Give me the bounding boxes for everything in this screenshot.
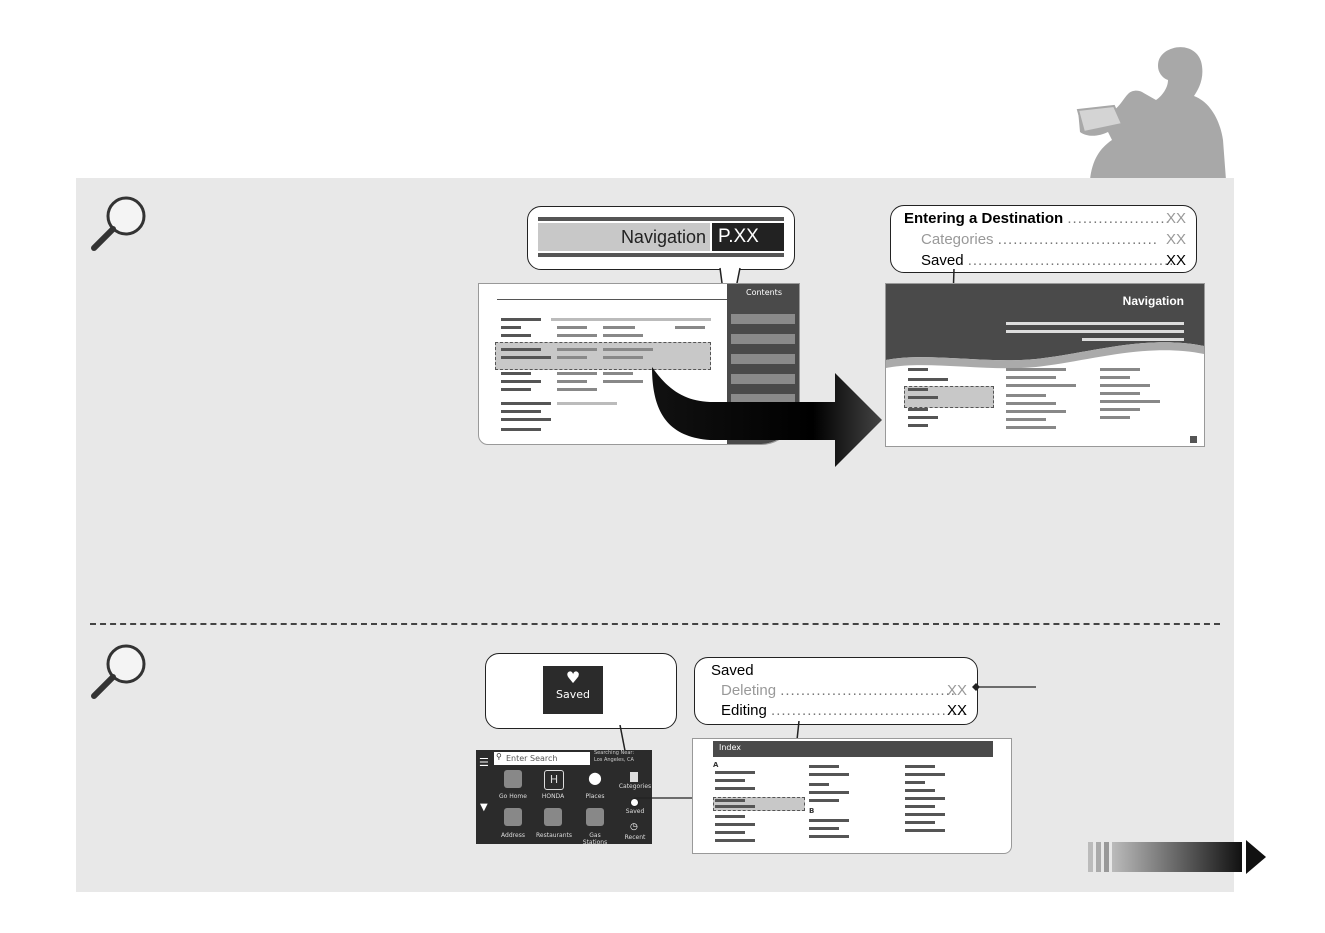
index-letter-b: B xyxy=(809,807,815,815)
index-sub-deleting: Deleting xyxy=(721,682,777,699)
gas-stations-label: Gas Stations xyxy=(582,832,608,846)
navigation-screen: ☰ ▼ Enter Search ⚲ Searching Near: Los A… xyxy=(476,750,652,846)
navigation-tab-label: Navigation xyxy=(620,227,706,247)
saved-button-callout: ♥ Saved xyxy=(485,653,677,729)
magnifier-icon xyxy=(91,196,146,251)
index-sub-editing: Editing xyxy=(721,702,767,719)
index-header: Index xyxy=(719,743,742,752)
go-home-icon[interactable] xyxy=(504,770,522,788)
menu-icon[interactable]: ☰ xyxy=(479,756,489,769)
searching-near: Searching Near: xyxy=(594,750,635,756)
navigation-tab-callout: Navigation P.XX xyxy=(527,206,795,270)
index-pointer-line xyxy=(972,683,1036,691)
toc-item-saved: Saved xyxy=(921,252,964,269)
search-icon: ⚲ xyxy=(496,752,502,761)
heart-icon: ♥ xyxy=(565,668,581,687)
places-icon[interactable]: ● xyxy=(588,768,602,787)
index-entry-title: Saved xyxy=(711,662,754,679)
address-icon[interactable] xyxy=(504,808,522,826)
restaurants-icon[interactable] xyxy=(544,808,562,826)
down-arrow-icon[interactable]: ▼ xyxy=(480,802,488,813)
location: Los Angeles, CA xyxy=(594,757,634,763)
toc-page: XX xyxy=(1165,252,1186,269)
chapter-title: Navigation xyxy=(1122,294,1184,308)
toc-page: XX xyxy=(1165,231,1186,248)
index-page: Index A B xyxy=(692,738,1012,854)
page-reference: P.XX xyxy=(712,223,784,251)
recent-label: Recent xyxy=(624,834,646,841)
magnifier-icon xyxy=(91,644,146,699)
saved-button-label: Saved xyxy=(556,688,590,701)
toc-page: XX xyxy=(1165,210,1186,227)
next-page-button[interactable] xyxy=(1088,840,1268,874)
toc-item-categories: Categories xyxy=(921,231,994,248)
clock-icon[interactable]: ◷ xyxy=(630,822,638,832)
index-letter-a: A xyxy=(713,761,719,769)
section-divider xyxy=(90,623,1220,625)
categories-label: Categories xyxy=(618,783,652,790)
toc-callout: Entering a Destination .................… xyxy=(890,205,1197,273)
reader-silhouette xyxy=(1076,47,1226,180)
index-entry-callout: Saved Deleting .........................… xyxy=(694,657,978,725)
honda-icon[interactable]: H xyxy=(544,770,564,790)
categories-icon[interactable] xyxy=(630,772,638,782)
index-page: XX xyxy=(946,682,967,699)
places-label: Places xyxy=(585,793,605,800)
saved-button[interactable]: ♥ Saved xyxy=(543,666,603,714)
go-home-label: Go Home xyxy=(499,793,527,800)
saved-label: Saved xyxy=(625,808,645,815)
index-page: XX xyxy=(946,702,967,719)
honda-label: HONDA xyxy=(541,793,565,800)
contents-tab: Contents xyxy=(746,288,782,297)
restaurants-label: Restaurants xyxy=(536,832,572,839)
arrow-right-icon xyxy=(1246,840,1266,874)
search-input[interactable]: Enter Search xyxy=(494,752,590,765)
gas-station-icon[interactable] xyxy=(586,808,604,826)
toc-heading: Entering a Destination xyxy=(904,210,1064,227)
chapter-page: Navigation xyxy=(885,283,1205,447)
arrow-icon xyxy=(652,367,882,467)
address-label: Address xyxy=(501,832,525,839)
